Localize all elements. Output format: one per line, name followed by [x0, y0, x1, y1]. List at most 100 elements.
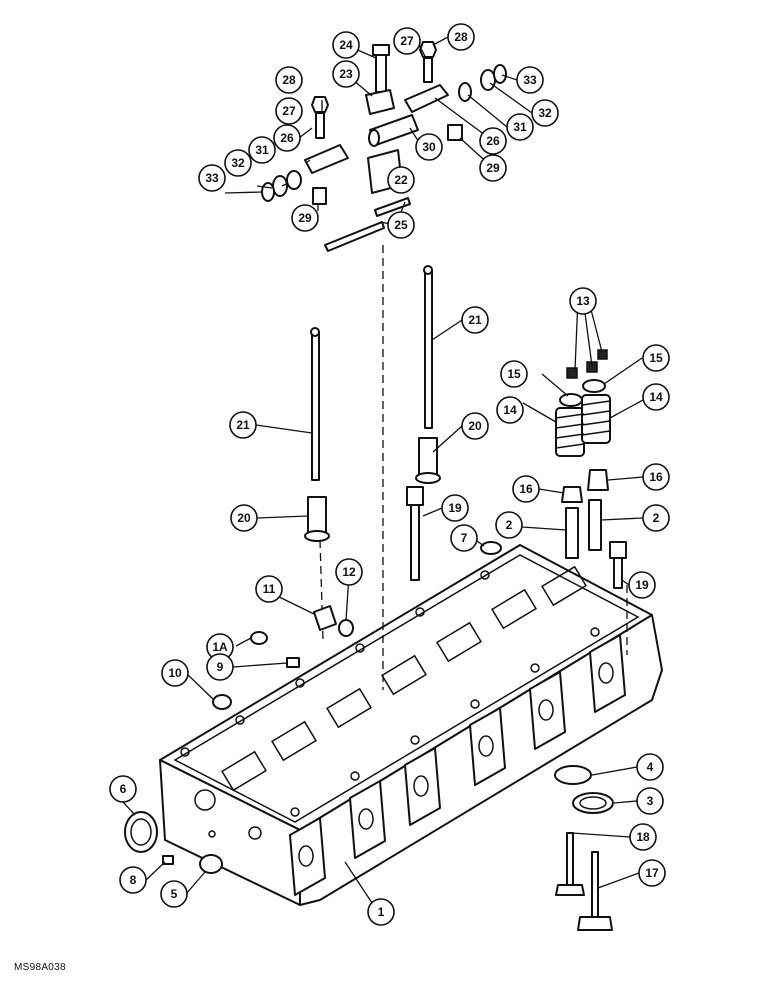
callout-label: 4 — [647, 760, 654, 774]
callout-33: 33 — [516, 66, 544, 94]
callout-label: 23 — [339, 67, 353, 81]
callout-label: 22 — [394, 173, 408, 187]
callout-label: 14 — [503, 403, 517, 417]
callout-17: 17 — [638, 859, 666, 887]
callout-label: 20 — [468, 419, 482, 433]
callout-label: 24 — [339, 38, 353, 52]
callout-21: 21 — [229, 411, 257, 439]
callout-6: 6 — [109, 775, 137, 803]
callout-14: 14 — [496, 396, 524, 424]
callout-30: 30 — [415, 133, 443, 161]
callout-7: 7 — [450, 524, 478, 552]
callout-2: 2 — [642, 504, 670, 532]
callout-label: 13 — [576, 294, 590, 308]
callout-29: 29 — [291, 204, 319, 232]
callout-label: 33 — [523, 73, 537, 87]
plugs-and-fittings — [124, 605, 354, 874]
callout-8: 8 — [119, 866, 147, 894]
callout-label: 16 — [519, 482, 533, 496]
callout-29: 29 — [479, 154, 507, 182]
callout-21: 21 — [461, 306, 489, 334]
cylinder-head — [159, 544, 663, 906]
callout-label: 9 — [217, 660, 224, 674]
callout-16: 16 — [512, 475, 540, 503]
callout-label: 20 — [237, 511, 251, 525]
callout-32: 32 — [531, 99, 559, 127]
callout-4: 4 — [636, 753, 664, 781]
callout-27: 27 — [393, 27, 421, 55]
callout-10: 10 — [161, 659, 189, 687]
callout-14: 14 — [642, 383, 670, 411]
callout-20: 20 — [461, 412, 489, 440]
callout-2: 2 — [495, 511, 523, 539]
callout-label: 15 — [649, 351, 663, 365]
callout-28: 28 — [447, 23, 475, 51]
callout-label: 1 — [378, 905, 385, 919]
callout-label: 29 — [298, 211, 312, 225]
callout-label: 5 — [171, 887, 178, 901]
callout-label: 11 — [263, 582, 276, 596]
callout-18: 18 — [629, 823, 657, 851]
callout-label: 17 — [645, 866, 659, 880]
callout-label: 2 — [506, 518, 513, 532]
callout-label: 27 — [400, 34, 414, 48]
callout-label: 32 — [231, 156, 245, 170]
callout-label: 31 — [255, 143, 269, 157]
callout-1: 1 — [367, 898, 395, 926]
valve-components — [480, 349, 611, 559]
callout-label: 28 — [454, 30, 468, 44]
callout-label: 14 — [649, 390, 663, 404]
callout-label: 19 — [635, 578, 649, 592]
callout-label: 21 — [236, 418, 250, 432]
callout-25: 25 — [387, 211, 415, 239]
callout-31: 31 — [248, 136, 276, 164]
callout-19: 19 — [628, 571, 656, 599]
callout-label: 27 — [282, 104, 296, 118]
callout-32: 32 — [224, 149, 252, 177]
callout-label: 19 — [448, 501, 462, 515]
callout-12: 12 — [335, 558, 363, 586]
push-rods-and-tappets — [304, 265, 441, 542]
callout-11: 11 — [255, 575, 283, 603]
callout-33: 33 — [198, 164, 226, 192]
callout-label: 31 — [513, 120, 527, 134]
head-bolts — [406, 486, 627, 589]
callout-5: 5 — [160, 880, 188, 908]
callout-22: 22 — [387, 166, 415, 194]
callout-label: 26 — [486, 134, 500, 148]
callout-label: 8 — [130, 873, 137, 887]
drawing-code: MS98A038 — [14, 962, 66, 973]
callout-label: 2 — [653, 511, 660, 525]
callout-31: 31 — [506, 113, 534, 141]
callout-label: 28 — [282, 73, 296, 87]
callout-20: 20 — [230, 504, 258, 532]
callout-19: 19 — [441, 494, 469, 522]
callout-9: 9 — [206, 653, 234, 681]
callout-label: 30 — [422, 140, 436, 154]
callout-27: 27 — [275, 97, 303, 125]
callout-label: 16 — [649, 470, 663, 484]
callout-label: 10 — [168, 666, 182, 680]
callout-label: 21 — [468, 313, 482, 327]
callout-label: 3 — [647, 794, 654, 808]
callout-label: 12 — [342, 565, 356, 579]
callout-label: 29 — [486, 161, 500, 175]
callout-label: 7 — [461, 531, 468, 545]
callout-label: 33 — [205, 171, 219, 185]
callout-label: 6 — [120, 782, 127, 796]
valves-and-inserts — [554, 765, 614, 931]
callout-label: 1A — [212, 640, 228, 654]
callout-16: 16 — [642, 463, 670, 491]
callout-label: 32 — [538, 106, 552, 120]
callout-15: 15 — [642, 344, 670, 372]
callout-26: 26 — [479, 127, 507, 155]
callout-label: 15 — [507, 367, 521, 381]
callout-13: 13 — [569, 287, 597, 315]
callout-15: 15 — [500, 360, 528, 388]
callout-24: 24 — [332, 31, 360, 59]
callout-label: 18 — [636, 830, 650, 844]
callout-28: 28 — [275, 66, 303, 94]
callout-label: 25 — [394, 218, 408, 232]
callout-3: 3 — [636, 787, 664, 815]
